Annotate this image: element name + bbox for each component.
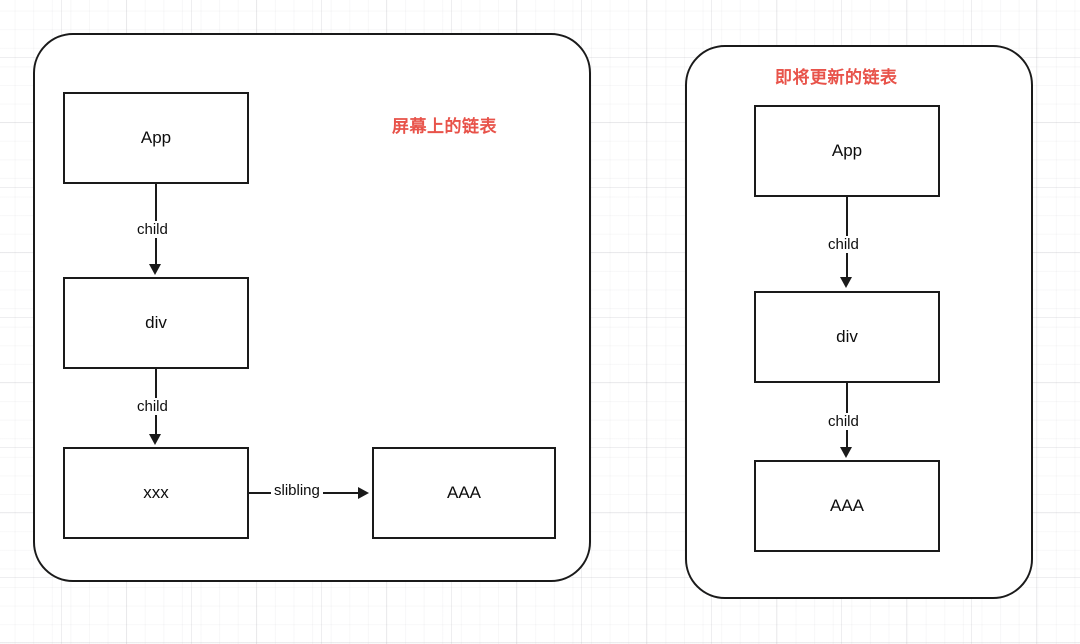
node-label: xxx (143, 483, 169, 502)
node-label: AAA (829, 496, 865, 515)
panel-current-tree-title: 屏幕上的链表 (392, 117, 497, 136)
node-label: div (145, 313, 167, 332)
panel-next-tree-title: 即将更新的链表 (775, 68, 898, 87)
edge-div-xxx-label-current: child (134, 398, 171, 415)
node-app-current[interactable]: App (63, 92, 249, 184)
edge-xxx-aaa-arrow-current (358, 486, 369, 499)
edge-xxx-aaa-label-current: slibling (271, 482, 323, 499)
edge-app-div-label-next: child (825, 236, 862, 253)
node-app-next[interactable]: App (754, 105, 940, 197)
edge-app-div-label-current: child (134, 221, 171, 238)
node-xxx-current[interactable]: xxx (63, 447, 249, 539)
edge-app-div-arrow-current (148, 264, 161, 275)
node-aaa-next[interactable]: AAA (754, 460, 940, 552)
node-label: div (836, 327, 858, 346)
node-label: App (831, 141, 863, 160)
edge-app-div-arrow-next (839, 277, 852, 288)
node-label: AAA (446, 483, 482, 502)
node-aaa-current[interactable]: AAA (372, 447, 556, 539)
edge-div-aaa-label-next: child (825, 413, 862, 430)
node-label: App (140, 128, 172, 147)
edge-div-xxx-arrow-current (148, 434, 161, 445)
edge-div-aaa-arrow-next (839, 447, 852, 458)
node-div-next[interactable]: div (754, 291, 940, 383)
node-div-current[interactable]: div (63, 277, 249, 369)
